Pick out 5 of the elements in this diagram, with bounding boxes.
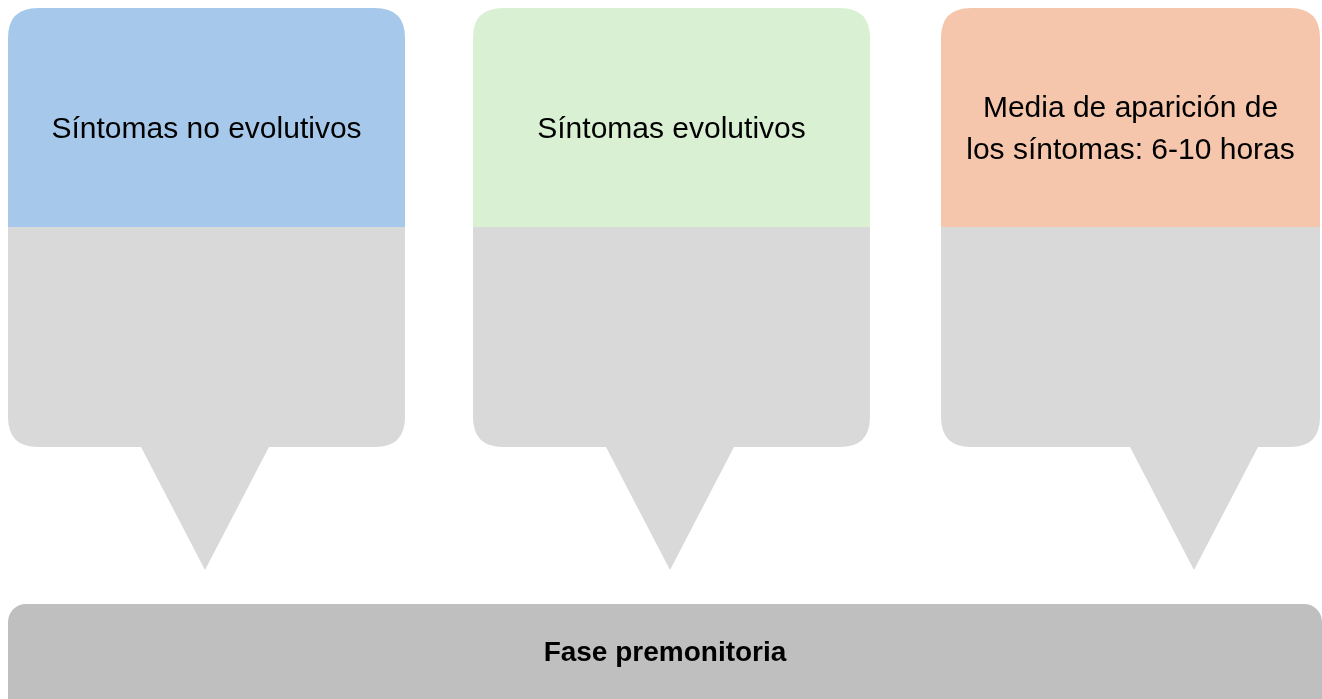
callout-text: Síntomas no evolutivos <box>50 109 363 146</box>
phase-label: Fase premonitoria <box>542 634 788 669</box>
callout-text: Síntomas evolutivos <box>536 109 807 146</box>
callout-text: Media de aparición de los síntomas: 6-10 horas <box>965 88 1296 167</box>
phase-bar <box>8 604 1322 699</box>
